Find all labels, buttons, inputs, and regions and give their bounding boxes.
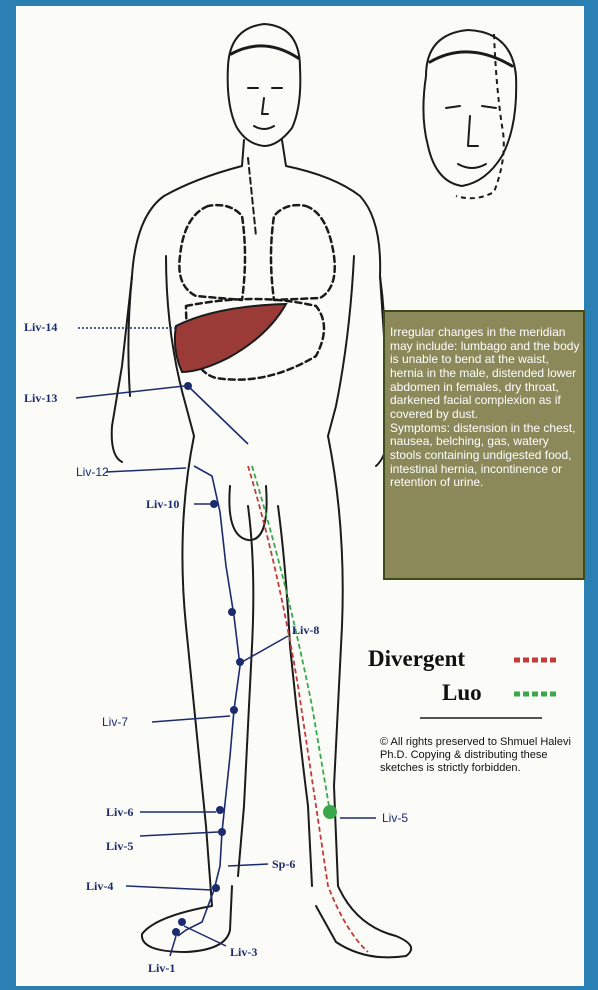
diagram-canvas: Liv-14 Liv-13 Liv-12 Liv-10 Liv-8 Liv-7 …: [16, 6, 584, 986]
label-liv-10: Liv-10: [146, 498, 179, 510]
legend-divergent-label: Divergent: [368, 646, 465, 672]
label-liv-5-right: Liv-5: [382, 812, 408, 824]
label-liv-12: Liv-12: [76, 466, 109, 478]
divergent-line: [248, 466, 368, 952]
label-liv-8: Liv-8: [292, 624, 319, 636]
luo-line: [252, 466, 330, 812]
label-liv-13: Liv-13: [24, 392, 57, 404]
label-liv-3: Liv-3: [230, 946, 257, 958]
label-liv-1: Liv-1: [148, 962, 175, 974]
label-liv-14: Liv-14: [24, 321, 57, 333]
label-sp-6: Sp-6: [272, 858, 295, 870]
info-paragraph-changes: Irregular changes in the meridian may in…: [390, 326, 580, 422]
legend-luo-label: Luo: [442, 680, 482, 706]
label-liv-4: Liv-4: [86, 880, 113, 892]
label-liv-6: Liv-6: [106, 806, 133, 818]
liver-organ: [175, 304, 286, 372]
label-liv-7: Liv-7: [102, 716, 128, 728]
symptoms-info-box: Irregular changes in the meridian may in…: [383, 310, 585, 580]
copyright-notice: © All rights preserved to Shmuel Halevi …: [380, 736, 580, 776]
info-paragraph-symptoms: Symptoms: distension in the chest, nause…: [390, 422, 580, 490]
label-liv-5-left: Liv-5: [106, 840, 133, 852]
